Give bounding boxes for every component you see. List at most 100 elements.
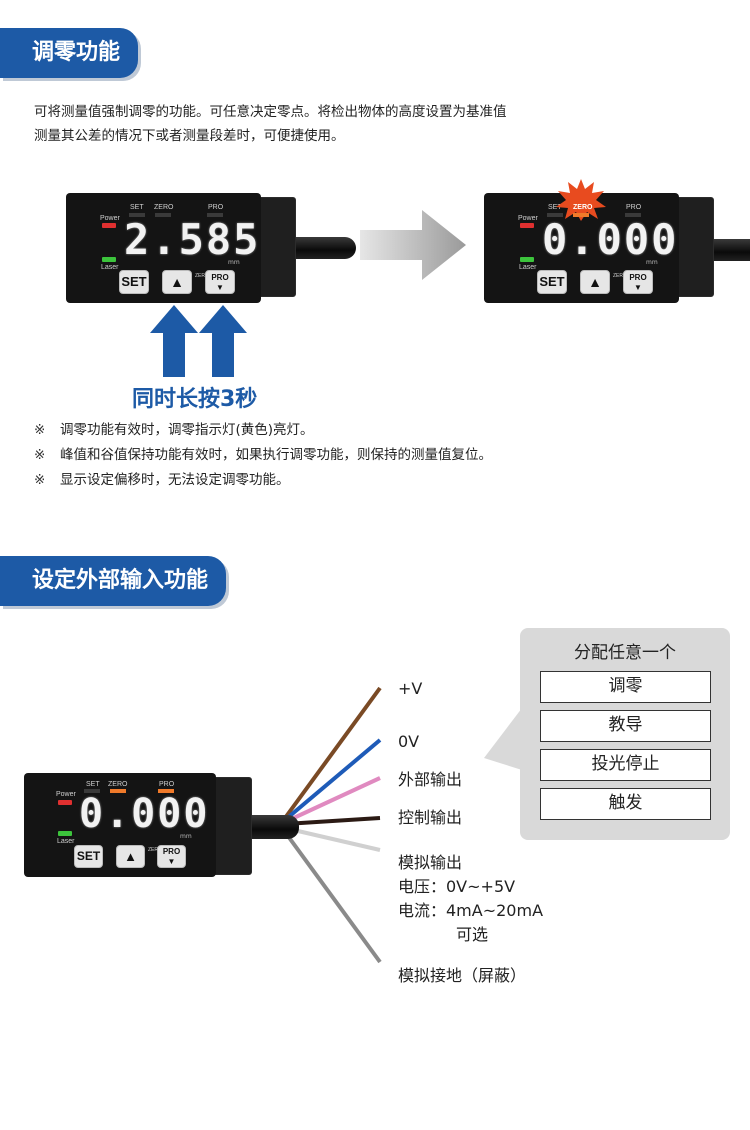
sensor-connector [210, 777, 252, 875]
pro-key-label: PRO [629, 273, 647, 282]
intro-line-1: 可将测量值强制调零的功能。可任意决定零点。将检出物体的高度设置为基准值 [34, 104, 507, 120]
power-label: Power [518, 215, 538, 222]
zero-led [110, 789, 126, 793]
laser-label: Laser [101, 264, 119, 271]
pro-indicator-label: PRO [159, 781, 175, 788]
zero-key-label: ZERO [613, 273, 627, 279]
wire-analog-output [284, 826, 381, 852]
wire-label-analog-output: 模拟输出 [398, 853, 463, 872]
zero-led-lit [573, 213, 589, 217]
sensor-device-wired: SET ZERO PRO Power Laser 0.000 mm SET ▲ … [24, 773, 299, 883]
power-label: Power [100, 215, 120, 222]
set-indicator-label: SET [130, 204, 144, 211]
zero-indicator-label: ZERO [154, 204, 174, 211]
pro-indicator-label: PRO [208, 204, 224, 211]
wire-external-output [284, 776, 381, 824]
option-teach: 教导 [540, 710, 711, 742]
note-item: ※调零功能有效时，调零指示灯(黄色)亮灯。 [34, 418, 492, 443]
note-text: 峰值和谷值保持功能有效时，如果执行调零功能，则保持的测量值复位。 [60, 447, 492, 463]
up-key[interactable]: ▲ [162, 270, 192, 294]
sensor-cable [276, 237, 356, 259]
laser-label: Laser [57, 838, 75, 845]
option-emission-stop: 投光停止 [540, 749, 711, 781]
pro-key[interactable]: PRO ▼ [623, 270, 653, 294]
wire-label-0v: 0V [398, 732, 420, 751]
set-key[interactable]: SET [119, 270, 149, 294]
wire-plus-v [283, 686, 382, 820]
down-key-label: ▼ [167, 857, 176, 866]
set-key[interactable]: SET [537, 270, 567, 294]
callout-title: 分配任意一个 [574, 643, 676, 663]
display-reading: 2.585 [124, 215, 261, 264]
arrow-right-icon [360, 210, 466, 280]
pro-indicator-label: PRO [626, 204, 642, 211]
note-item: ※ 峰值和谷值保持功能有效时，如果执行调零功能，则保持的测量值复位。 [34, 443, 492, 468]
power-led [58, 800, 72, 805]
sensor-device-after: SET PRO Power Laser 0.000 mm SET ▲ ZERO … [484, 179, 750, 303]
wiring-diagram [283, 686, 382, 964]
pro-led [207, 213, 223, 217]
note-item: ※显示设定偏移时，无法设定调零功能。 [34, 468, 492, 493]
pro-key[interactable]: PRO ▼ [157, 845, 186, 868]
wire-control-output [284, 816, 381, 826]
unit-label: mm [180, 833, 192, 840]
sensor-device-before: SET ZERO PRO Power Laser 2.585 mm SET ▲ … [66, 193, 356, 303]
pro-key-label: PRO [211, 273, 229, 282]
set-led [84, 789, 100, 793]
wire-label-plus-v: +V [398, 679, 423, 698]
set-indicator-label: SET [548, 204, 562, 211]
hold-instruction: 同时长按3秒 [132, 387, 258, 412]
note-text: 调零功能有效时，调零指示灯(黄色)亮灯。 [60, 422, 314, 438]
callout-pointer [484, 708, 522, 770]
wire-label-external-output: 外部输出 [398, 770, 463, 789]
laser-led [58, 831, 72, 836]
zero-led [155, 213, 171, 217]
zero-function-intro: 可将测量值强制调零的功能。可任意决定零点。将检出物体的高度设置为基准值 测量其公… [34, 100, 634, 148]
note-mark: ※ [34, 472, 46, 488]
zero-key-label: ZERO [148, 847, 162, 853]
press-arrows-icon [150, 305, 247, 377]
analog-current-spec: 电流：4mA~20mA [398, 901, 544, 920]
display-reading: 0.000 [542, 215, 679, 264]
pro-key[interactable]: PRO ▼ [205, 270, 235, 294]
sensor-connector [674, 197, 714, 297]
set-led [547, 213, 563, 217]
analog-selectable: 可选 [456, 925, 489, 944]
zero-starburst-icon [556, 179, 606, 221]
wire-analog-ground [283, 830, 382, 964]
down-key-label: ▼ [216, 283, 224, 292]
laser-label: Laser [519, 264, 537, 271]
section-heading-external-input: 设定外部输入功能 [0, 556, 227, 606]
down-key-label: ▼ [634, 283, 642, 292]
note-mark: ※ [34, 447, 46, 463]
unit-label: mm [228, 259, 240, 266]
zero-key-label: ZERO [195, 273, 209, 279]
up-key[interactable]: ▲ [116, 845, 145, 868]
zero-indicator-label: ZERO [573, 204, 593, 211]
wire-label-analog-ground: 模拟接地（屏蔽） [398, 966, 527, 985]
power-label: Power [56, 791, 76, 798]
function-assign-callout: 分配任意一个 调零 教导 投光停止 触发 [520, 628, 730, 840]
sensor-connector [256, 197, 296, 297]
option-zero: 调零 [540, 671, 711, 703]
power-led [102, 223, 116, 228]
option-trigger: 触发 [540, 788, 711, 820]
display-reading: 0.000 [79, 791, 210, 837]
notes-list: ※调零功能有效时，调零指示灯(黄色)亮灯。 ※峰值和谷值保持功能有效时，如果执行… [34, 418, 492, 493]
sensor-body: SET PRO Power Laser 0.000 mm SET ▲ ZERO … [484, 193, 679, 303]
up-key[interactable]: ▲ [580, 270, 610, 294]
analog-voltage-spec: 电压：0V~+5V [398, 877, 516, 896]
pro-led [625, 213, 641, 217]
sensor-body: SET ZERO PRO Power Laser 2.585 mm SET ▲ … [66, 193, 261, 303]
laser-led [102, 257, 116, 262]
section-heading-zero: 调零功能 [0, 28, 139, 78]
wire-0v [283, 738, 382, 822]
intro-line-2: 测量其公差的情况下或者测量段差时，可便捷使用。 [34, 128, 345, 144]
wire-label-control-output: 控制输出 [398, 808, 463, 827]
set-key[interactable]: SET [74, 845, 103, 868]
set-led [129, 213, 145, 217]
zero-indicator-label: ZERO [108, 781, 128, 788]
pro-key-label: PRO [162, 847, 181, 856]
power-led [520, 223, 534, 228]
set-indicator-label: SET [86, 781, 100, 788]
